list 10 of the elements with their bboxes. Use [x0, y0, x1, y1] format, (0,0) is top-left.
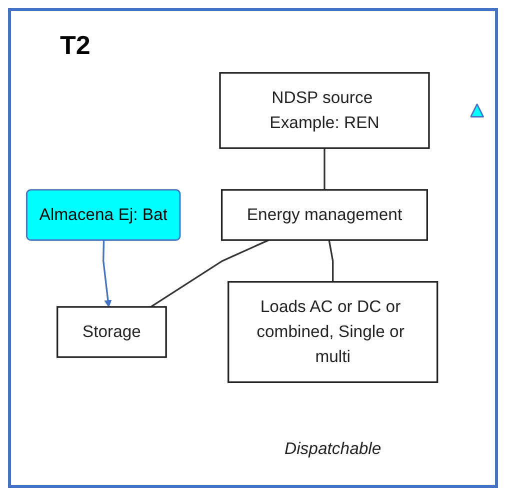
diagram-title: T2 [60, 30, 90, 61]
node-box: NDSP source Example: REN [219, 72, 430, 149]
connector [328, 240, 334, 282]
node-box: Loads AC or DC or combined, Single or multi [228, 281, 438, 383]
node-label: Dispatchable [284, 440, 382, 458]
node-box: Storage [56, 306, 167, 358]
node-box: Energy management [220, 189, 428, 241]
connector [150, 239, 270, 308]
arrow [102, 240, 112, 308]
connector [324, 148, 326, 190]
